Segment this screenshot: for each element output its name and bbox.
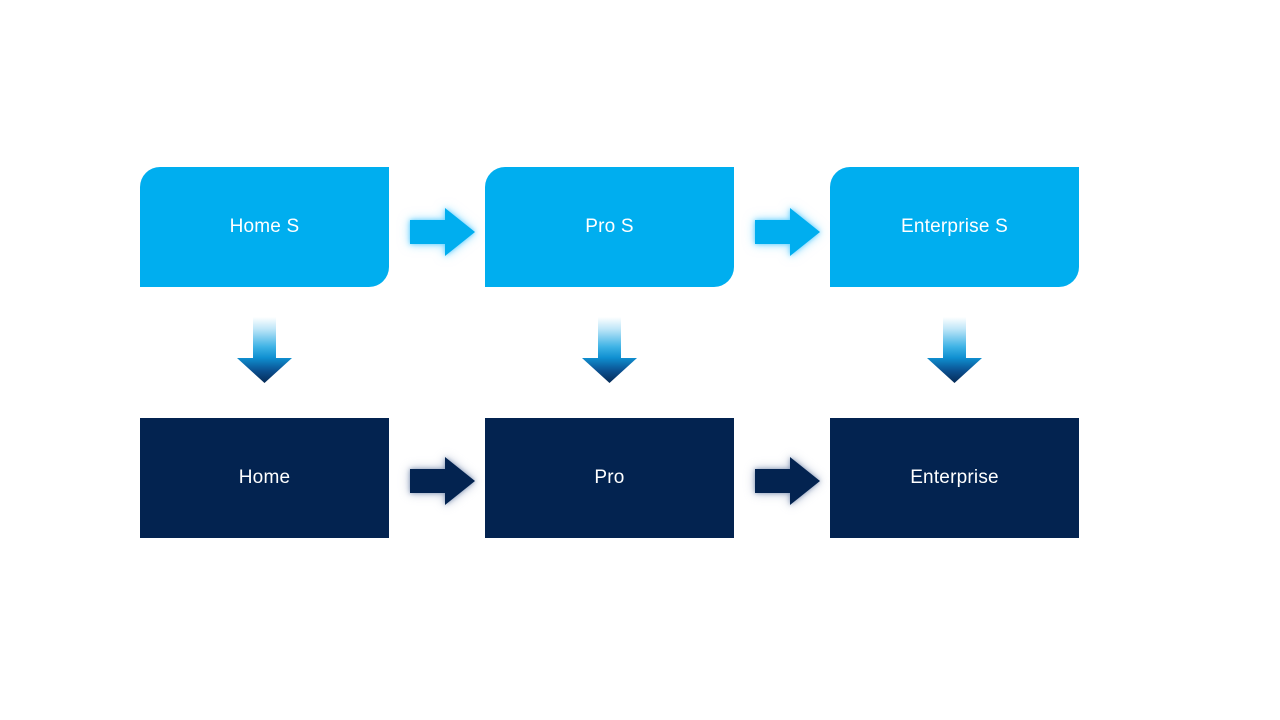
node-enterprise: Enterprise — [830, 418, 1079, 538]
right-arrow-bottom-1 — [410, 457, 475, 505]
node-home: Home — [140, 418, 389, 538]
node-enterprise-s-label: Enterprise S — [901, 216, 1008, 237]
node-home-label: Home — [238, 467, 291, 488]
node-home-s: Home S — [140, 167, 389, 287]
node-pro-s-label: Pro S — [585, 216, 634, 237]
right-arrow-top-1 — [410, 208, 475, 256]
node-home-s-label: Home S — [229, 216, 300, 237]
right-arrow-top-2 — [755, 208, 820, 256]
down-arrow-2 — [582, 317, 637, 383]
node-enterprise-s: Enterprise S — [830, 167, 1079, 287]
node-pro-label: Pro — [594, 467, 625, 488]
node-enterprise-label: Enterprise — [910, 467, 999, 488]
node-pro: Pro — [485, 418, 734, 538]
down-arrow-3 — [927, 317, 982, 383]
node-pro-s: Pro S — [485, 167, 734, 287]
right-arrow-bottom-2 — [755, 457, 820, 505]
down-arrow-1 — [237, 317, 292, 383]
